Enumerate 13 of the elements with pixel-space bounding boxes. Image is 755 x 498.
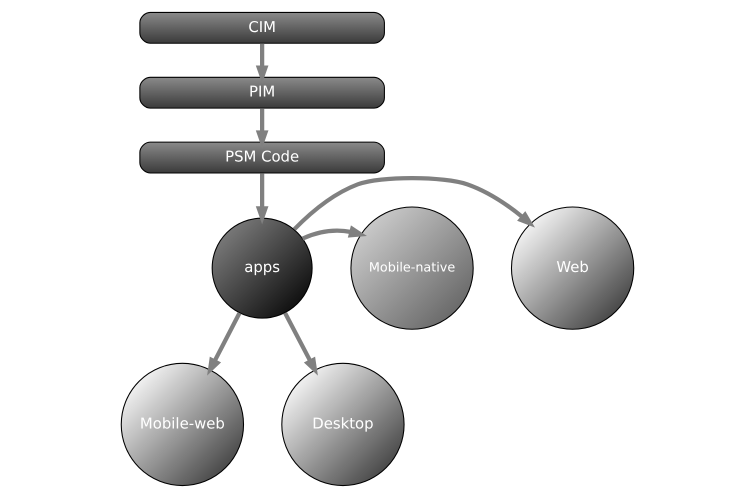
node-circle: Web xyxy=(510,206,634,330)
arrow xyxy=(283,312,318,376)
node-box: PSM Code xyxy=(139,142,385,174)
node-circle: apps xyxy=(212,218,313,319)
node-circle: Desktop xyxy=(281,362,405,486)
arrow xyxy=(256,173,268,224)
arrow xyxy=(207,312,242,376)
arrow xyxy=(302,225,367,241)
arrow xyxy=(292,176,536,231)
node-circle: Mobile-web xyxy=(120,362,244,486)
node-circle: Mobile-native xyxy=(350,206,474,330)
node-box: PIM xyxy=(139,76,385,109)
node-box: CIM xyxy=(139,12,385,44)
